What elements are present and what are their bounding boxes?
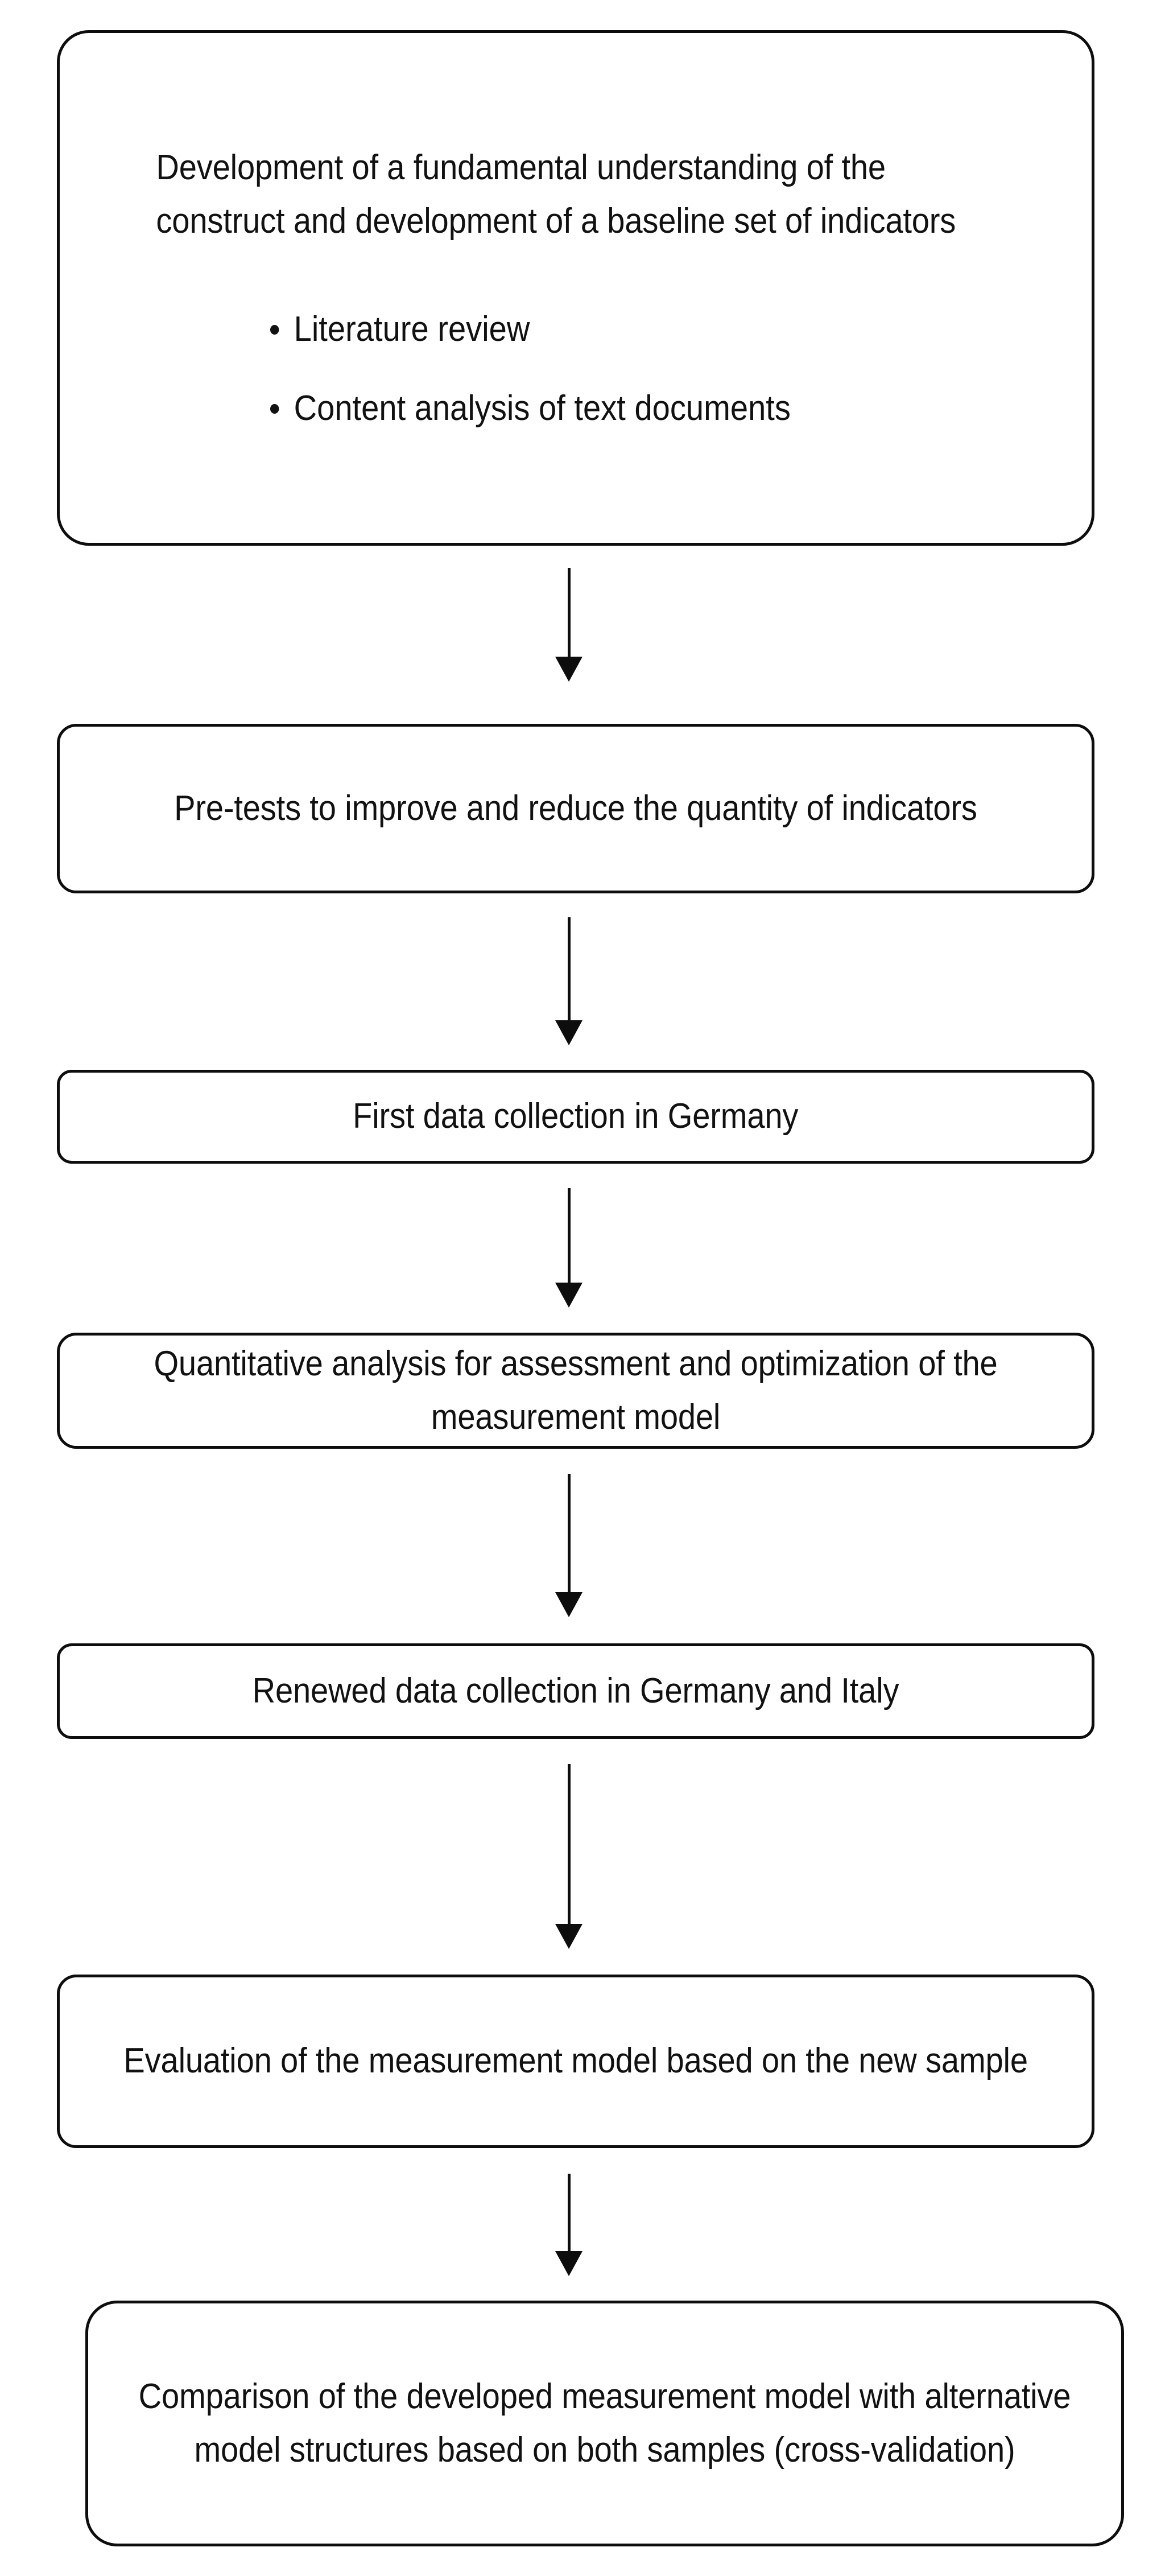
connector-arrow-down bbox=[552, 1764, 586, 1949]
flowchart-node-development-of-understanding[interactable]: Development of a fundamental understandi… bbox=[57, 30, 1094, 546]
arrow-head-icon bbox=[555, 1283, 582, 1308]
arrow-shaft bbox=[568, 1188, 571, 1283]
node-heading: Development of a fundamental understandi… bbox=[156, 147, 956, 241]
arrow-head-icon bbox=[555, 1020, 582, 1045]
flowchart-node-evaluation-measurement-model[interactable]: Evaluation of the measurement model base… bbox=[57, 1975, 1094, 2148]
bullet-dot-icon bbox=[270, 403, 279, 414]
connector-arrow-down bbox=[552, 1188, 586, 1308]
bullet-label: Content analysis of text documents bbox=[294, 389, 791, 428]
list-item: Content analysis of text documents bbox=[270, 382, 791, 435]
connector-arrow-down bbox=[552, 917, 586, 1045]
arrow-shaft bbox=[568, 917, 571, 1020]
arrow-shaft bbox=[568, 1764, 571, 1924]
node-bullet-list: Literature review Content analysis of te… bbox=[270, 303, 791, 435]
node-heading: Pre-tests to improve and reduce the quan… bbox=[174, 788, 977, 828]
list-item: Literature review bbox=[270, 303, 791, 356]
arrow-shaft bbox=[568, 2174, 571, 2251]
arrow-head-icon bbox=[555, 1592, 582, 1617]
bullet-label: Literature review bbox=[294, 310, 530, 349]
node-heading: Quantitative analysis for assessment and… bbox=[154, 1343, 998, 1437]
flowchart-node-comparison-cross-validation[interactable]: Comparison of the developed measurement … bbox=[85, 2301, 1124, 2546]
flowchart-node-renewed-data-collection[interactable]: Renewed data collection in Germany and I… bbox=[57, 1643, 1094, 1739]
arrow-head-icon bbox=[555, 657, 582, 682]
node-heading: Evaluation of the measurement model base… bbox=[123, 2041, 1028, 2081]
arrow-shaft bbox=[568, 1474, 571, 1592]
arrow-head-icon bbox=[555, 2251, 582, 2276]
connector-arrow-down bbox=[552, 568, 586, 682]
arrow-shaft bbox=[568, 568, 571, 657]
node-heading: First data collection in Germany bbox=[353, 1097, 799, 1136]
node-bullets-container: Literature review Content analysis of te… bbox=[111, 303, 845, 435]
arrow-head-icon bbox=[555, 1924, 582, 1949]
flowchart-node-pre-tests[interactable]: Pre-tests to improve and reduce the quan… bbox=[57, 724, 1094, 893]
connector-arrow-down bbox=[552, 1474, 586, 1617]
flowchart-node-quantitative-analysis[interactable]: Quantitative analysis for assessment and… bbox=[57, 1333, 1094, 1449]
node-heading: Comparison of the developed measurement … bbox=[138, 2376, 1071, 2470]
flowchart-node-first-data-collection[interactable]: First data collection in Germany bbox=[57, 1070, 1094, 1164]
connector-arrow-down bbox=[552, 2174, 586, 2276]
node-heading: Renewed data collection in Germany and I… bbox=[252, 1671, 899, 1711]
bullet-dot-icon bbox=[270, 324, 279, 335]
node-content: Development of a fundamental understandi… bbox=[60, 141, 1092, 435]
